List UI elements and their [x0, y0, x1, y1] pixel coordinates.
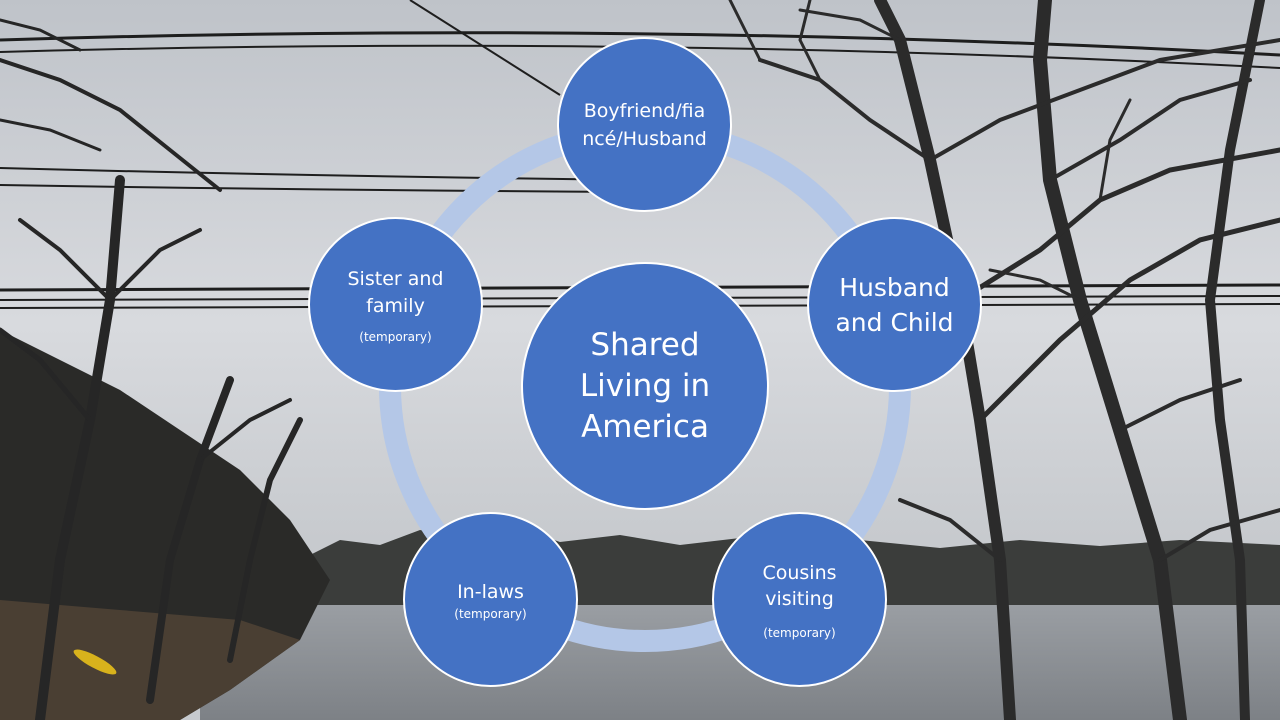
node-cousins-note: (temporary)	[763, 625, 836, 640]
node-boyfriend: Boyfriend/fiancé/Husband	[557, 37, 732, 212]
node-in-laws-note: (temporary)	[454, 606, 527, 621]
center-label: Shared Living in America	[579, 326, 711, 445]
node-cousins: Cousins visiting (temporary)	[712, 512, 887, 687]
kayak	[73, 649, 117, 675]
left-bank-ground	[0, 600, 300, 720]
node-boyfriend-label: Boyfriend/fiancé/Husband	[582, 99, 707, 150]
node-in-laws: In-laws (temporary)	[403, 512, 578, 687]
center-node: Shared Living in America	[521, 262, 769, 510]
node-sister-family: Sister and family (temporary)	[308, 217, 483, 392]
node-in-laws-label: In-laws	[457, 580, 524, 603]
node-sister-family-label: Sister and family	[347, 267, 444, 317]
node-cousins-label: Cousins visiting	[762, 561, 837, 610]
node-husband-child-label: Husband and Child	[835, 272, 954, 337]
left-trees	[0, 18, 303, 720]
node-husband-child: Husband and Child	[807, 217, 982, 392]
node-sister-family-note: (temporary)	[359, 329, 432, 344]
